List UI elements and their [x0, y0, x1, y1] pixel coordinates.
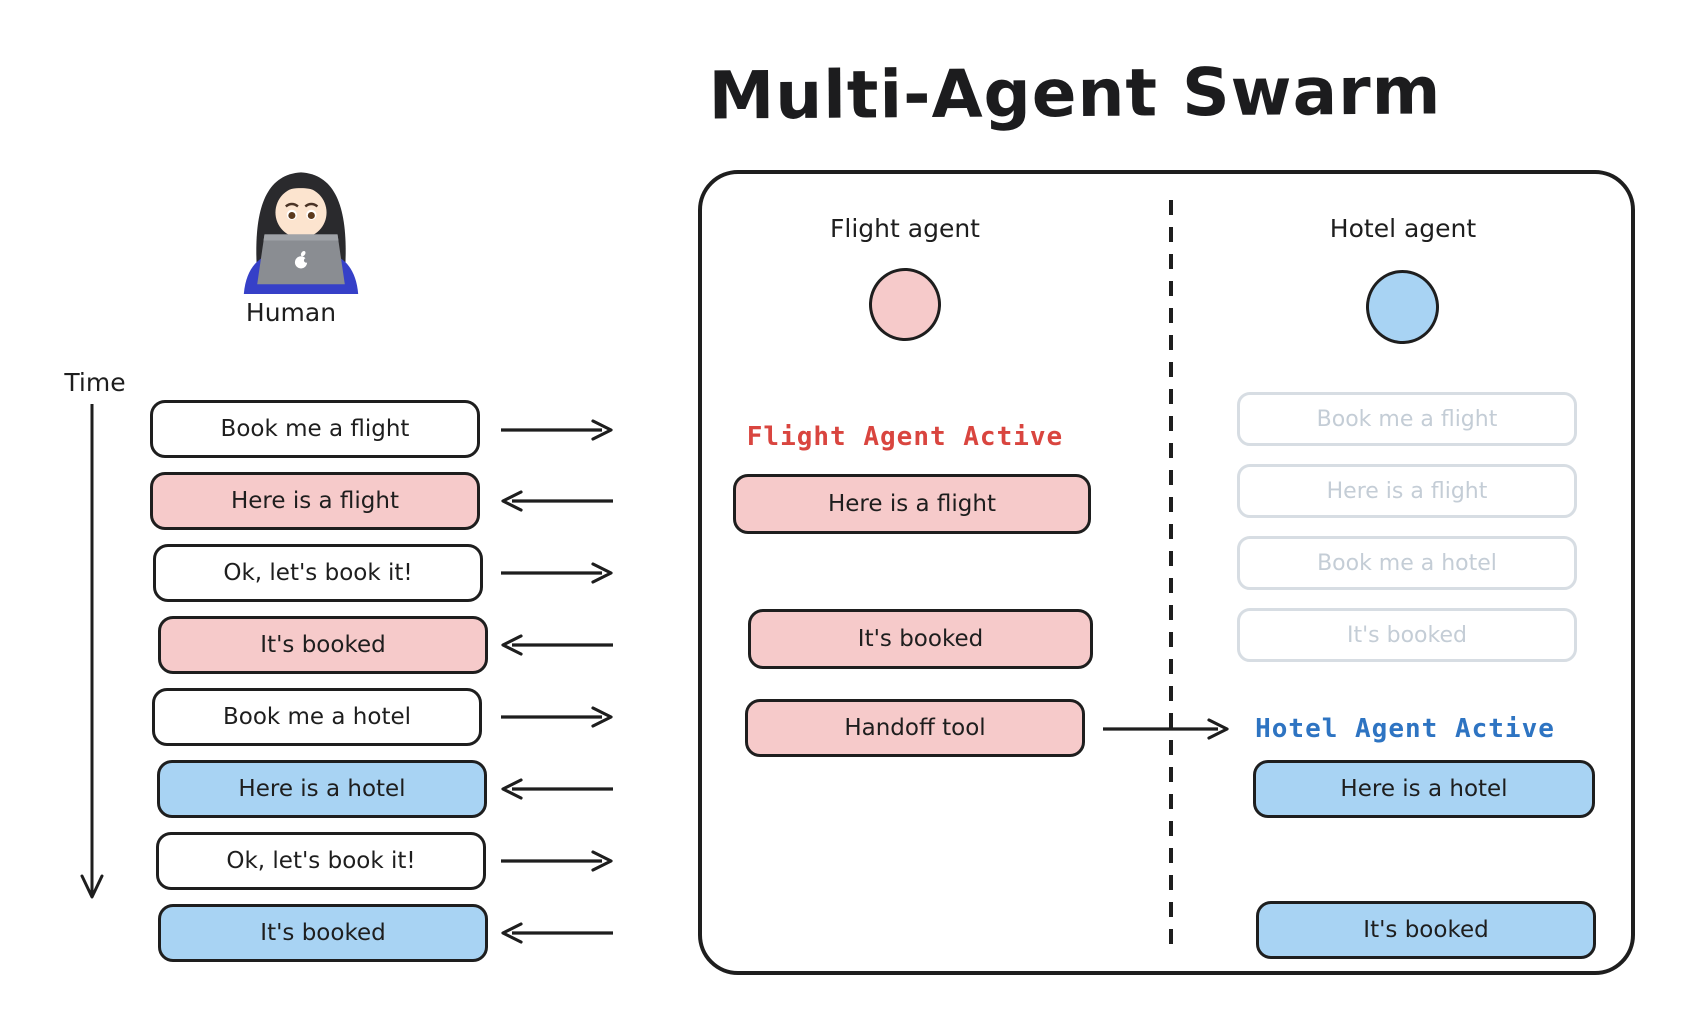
human-message: It's booked [158, 904, 488, 962]
handoff-tool-box: Handoff tool [745, 699, 1085, 757]
human-message: Book me a hotel [152, 688, 482, 746]
human-message: Ok, let's book it! [153, 544, 483, 602]
hotel-agent-ghost-message: It's booked [1237, 608, 1577, 662]
human-message: Here is a hotel [157, 760, 487, 818]
left-arrow-icon [501, 922, 613, 944]
right-arrow-icon [501, 562, 613, 584]
handoff-arrow-icon [1103, 718, 1229, 740]
page-title: Multi-Agent Swarm [708, 51, 1442, 135]
hotel-agent-ghost-message: Here is a flight [1237, 464, 1577, 518]
hotel-agent-ghost-message: Book me a flight [1237, 392, 1577, 446]
human-figure: Human [228, 145, 374, 327]
time-arrow-icon [80, 404, 104, 899]
human-label: Human [245, 297, 337, 327]
flight-agent-status: Flight Agent Active [746, 422, 1064, 452]
hotel-agent-message: It's booked [1256, 901, 1596, 959]
left-arrow-icon [501, 778, 613, 800]
human-message: Book me a flight [150, 400, 480, 458]
flight-agent-label: Flight agent [830, 213, 980, 243]
left-arrow-icon [501, 634, 613, 656]
right-arrow-icon [501, 850, 613, 872]
right-arrow-icon [501, 419, 613, 441]
hotel-agent-status: Hotel Agent Active [1255, 714, 1555, 744]
hotel-agent-message: Here is a hotel [1253, 760, 1595, 818]
agent-divider-dashed-line [1169, 200, 1173, 952]
hotel-agent-label: Hotel agent [1329, 213, 1477, 243]
human-emoji-icon [243, 172, 359, 294]
time-label: Time [64, 367, 126, 397]
left-arrow-icon [501, 490, 613, 512]
right-arrow-icon [501, 706, 613, 728]
human-message: Ok, let's book it! [156, 832, 486, 890]
human-message: Here is a flight [150, 472, 480, 530]
flight-agent-message: Here is a flight [733, 474, 1091, 534]
human-message: It's booked [158, 616, 488, 674]
hotel-agent-ghost-message: Book me a hotel [1237, 536, 1577, 590]
flight-agent-message: It's booked [748, 609, 1093, 669]
